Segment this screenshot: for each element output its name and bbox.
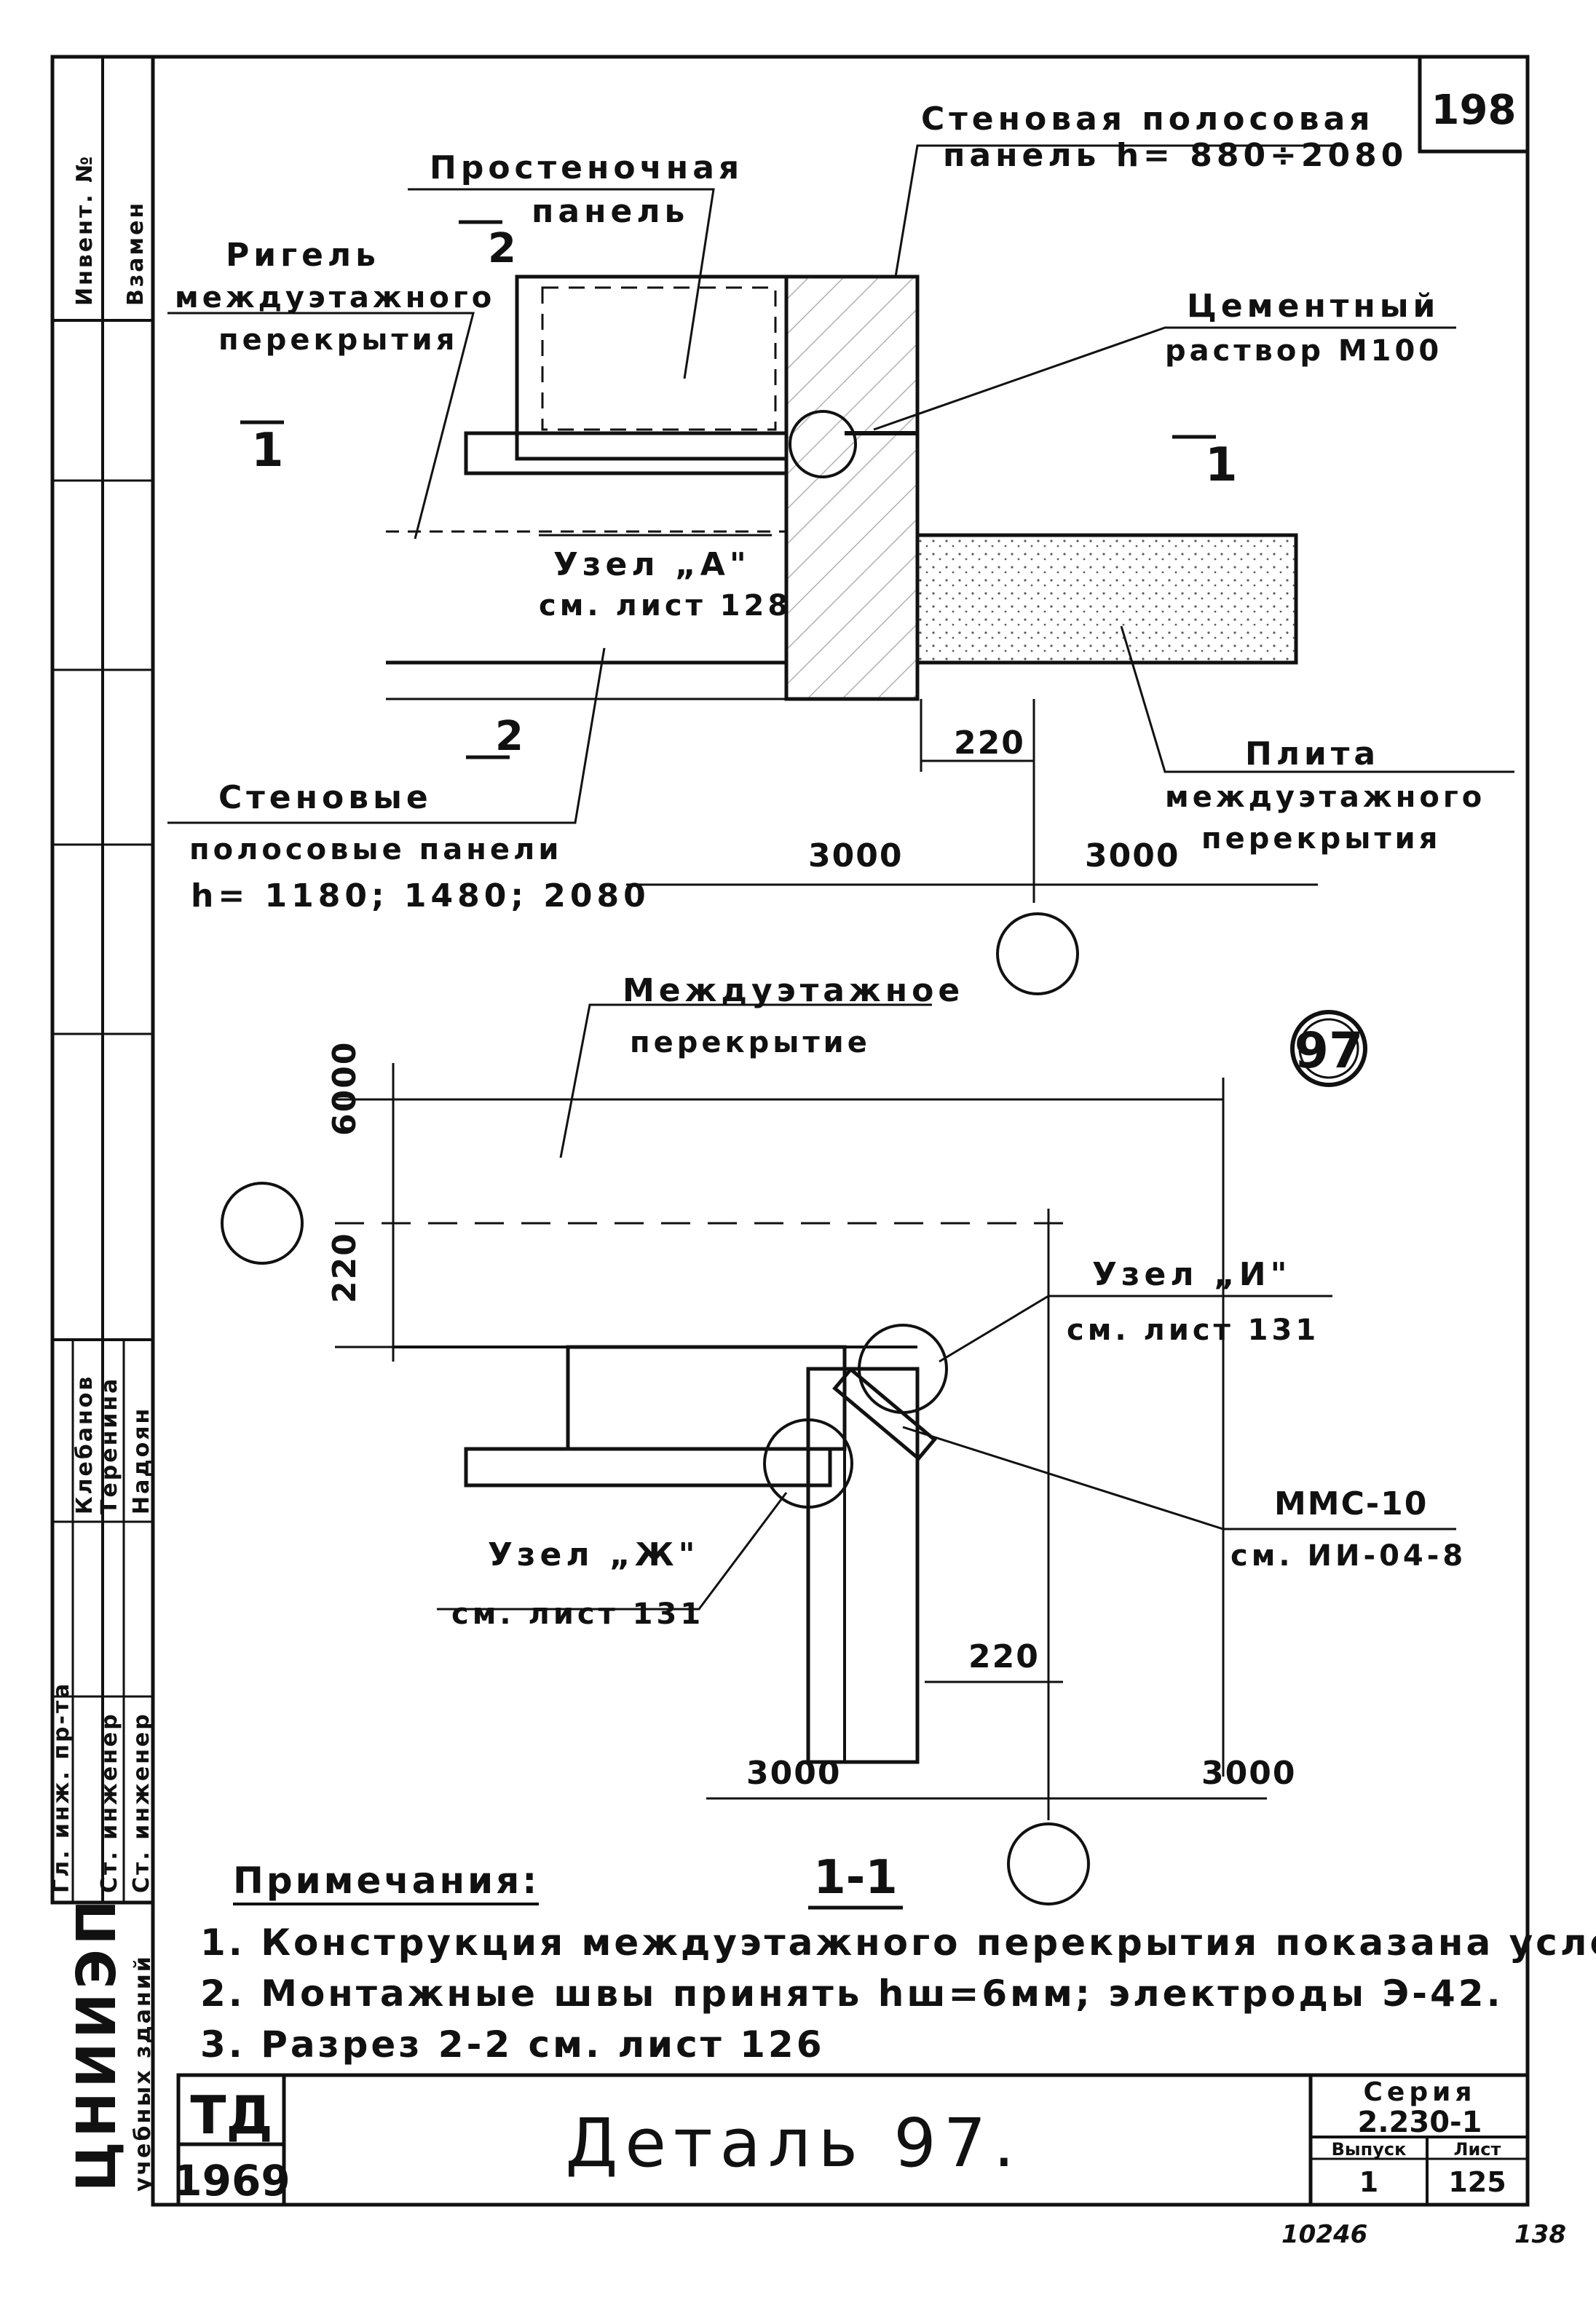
title-block: ТД 1969 Деталь 97. Серия 2.230-1 Выпуск …	[173, 2073, 1530, 2207]
plan-view: 1 1 2 2 Стеновая полосовая панель h= 880…	[167, 100, 1514, 995]
node-a-marker	[789, 410, 857, 478]
section-mark-1-right: 1	[1205, 438, 1238, 492]
page-number: 198	[1431, 87, 1517, 134]
notes-heading: Примечания:	[233, 1860, 540, 1902]
label-mmc-1: ММС-10	[1274, 1485, 1428, 1522]
institute-sub: учебных зданий	[130, 1954, 156, 2192]
mmc-plate	[832, 1367, 937, 1461]
node-i-marker	[858, 1324, 948, 1414]
dim-6000: 6000	[326, 1041, 363, 1136]
label-crossbar-2: междуэтажного	[175, 281, 495, 315]
dim-220-plan: 220	[954, 724, 1025, 762]
note-3: 3. Разрез 2-2 см. лист 126	[200, 2023, 825, 2066]
bottom-left-code: 10246	[1281, 2220, 1367, 2249]
label-mmc-2: см. ИИ-04-8	[1230, 1539, 1466, 1573]
note-1: 1. Конструкция междуэтажного перекрытия …	[200, 1921, 1596, 1964]
drawing-title: Деталь 97.	[565, 2104, 1022, 2182]
section-mark-1-left: 1	[251, 424, 284, 478]
dim-3000-right-plan: 3000	[1085, 837, 1180, 874]
note-2: 2. Монтажные швы принять hш=6мм; электро…	[200, 1972, 1504, 2015]
label-node-zh-2: см. лист 131	[451, 1597, 704, 1631]
label-floor-2: перекрытие	[630, 1026, 871, 1059]
label-floor-1: Междуэтажное	[623, 972, 964, 1009]
sidebar: Инвент. № Взамен Гл. инж. пр-та Ст. инже…	[49, 55, 156, 2192]
dim-220-section: 220	[968, 1638, 1040, 1675]
label-cement-2: раствор М100	[1165, 334, 1442, 368]
label-wall-panels-2: полосовые панели	[189, 833, 562, 866]
label-node-a-2: см. лист 128	[539, 589, 791, 623]
section-wall	[806, 1367, 920, 1764]
name-1: Клебанов	[72, 1375, 98, 1514]
section-mark-2-bottom: 2	[495, 713, 524, 760]
name-3: Надоян	[129, 1407, 154, 1514]
label-cement-1: Цементный	[1187, 288, 1439, 325]
node-zh-marker	[763, 1418, 853, 1509]
issue-label: Выпуск	[1332, 2139, 1407, 2160]
label-slab-1: Плита	[1245, 735, 1380, 773]
section-view: Междуэтажное перекрытие 97 6000 220 Узел…	[221, 972, 1466, 1910]
label-wall-strip-1: Стеновая полосовая	[921, 100, 1375, 138]
series-label: Серия	[1364, 2077, 1477, 2107]
dim-3000-left-section: 3000	[746, 1755, 841, 1792]
section-mark-2-top: 2	[488, 225, 516, 272]
series-value: 2.230-1	[1358, 2106, 1482, 2139]
sheet-value: 125	[1448, 2166, 1506, 2198]
label-node-zh-1: Узел „Ж"	[488, 1536, 700, 1573]
label-pier-2: панель	[532, 193, 689, 230]
pier-panel	[515, 274, 789, 461]
page-number-box: 198	[1418, 55, 1530, 154]
dim-3000-right-section: 3000	[1201, 1755, 1296, 1792]
bottom-right-code: 138	[1514, 2220, 1566, 2249]
doc-code: ТД	[190, 2085, 272, 2146]
sheet-label: Лист	[1454, 2139, 1501, 2160]
label-slab-2: междуэтажного	[1165, 781, 1485, 814]
axis-marker-plan	[996, 912, 1079, 995]
invent-label: Инвент. №	[72, 154, 98, 306]
institute-name: ЦНИИЭП	[66, 1895, 128, 2192]
role-2: Ст. инженер	[97, 1712, 122, 1893]
label-node-a-1: Узел „А"	[553, 546, 751, 583]
vzamen-label: Взамен	[123, 201, 149, 306]
dim-3000-left-plan: 3000	[808, 837, 903, 874]
label-slab-3: перекрытия	[1201, 822, 1441, 856]
label-wall-panels-3: h= 1180; 1480; 2080	[191, 877, 650, 915]
doc-year: 1969	[173, 2156, 290, 2205]
label-crossbar-1: Ригель	[226, 237, 380, 274]
role-3: Ст. инженер	[129, 1712, 154, 1893]
name-2: Теренина	[97, 1377, 122, 1514]
axis-marker-section-left	[221, 1182, 304, 1265]
section-title: 1-1	[813, 1851, 898, 1905]
label-crossbar-3: перекрытия	[218, 323, 458, 357]
label-wall-strip-2: панель h= 880÷2080	[943, 137, 1407, 174]
label-node-i-1: Узел „И"	[1092, 1256, 1292, 1293]
crossbar	[464, 431, 789, 475]
section-plank	[464, 1447, 832, 1488]
dim-220-vert: 220	[326, 1232, 363, 1303]
label-node-i-2: см. лист 131	[1067, 1314, 1319, 1347]
notes: Примечания: 1. Конструкция междуэтажного…	[200, 1860, 1596, 2066]
detail-number: 97	[1295, 1022, 1364, 1080]
label-pier-1: Простеночная	[430, 149, 743, 186]
role-1: Гл. инж. пр-та	[49, 1681, 74, 1893]
detail-number-circle	[1290, 1010, 1367, 1087]
axis-marker-section-bottom	[1007, 1822, 1090, 1905]
section-floor-slab	[566, 1345, 847, 1451]
label-wall-panels-1: Стеновые	[218, 779, 432, 816]
issue-value: 1	[1359, 2166, 1378, 2198]
